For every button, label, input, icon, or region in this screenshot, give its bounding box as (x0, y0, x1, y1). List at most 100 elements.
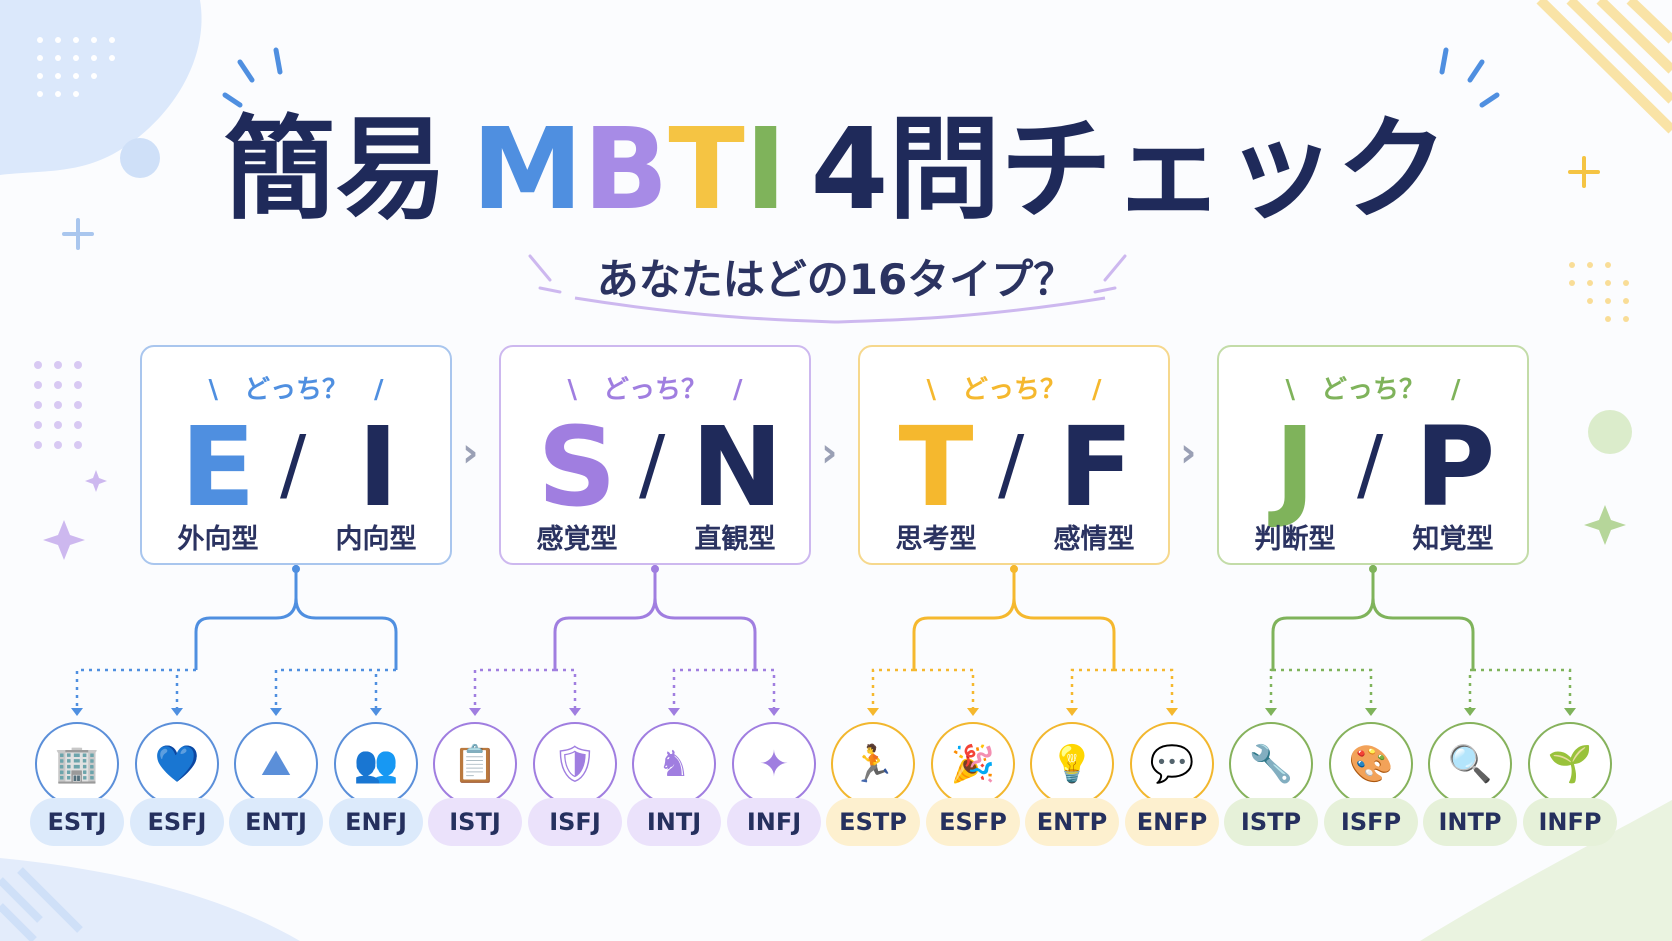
tick-icon: \ (926, 375, 936, 405)
tick-icon: / (1092, 375, 1102, 405)
right-letter: N (690, 403, 784, 531)
type-code: ENFP (1125, 798, 1219, 846)
left-letter: S (537, 403, 617, 531)
tick-icon: / (733, 375, 743, 405)
title-letter-m: M (471, 105, 584, 235)
type-code: ISFJ (528, 798, 622, 846)
magnifier-icon: 🔍 (1428, 722, 1512, 806)
wrench-icon: 🔧 (1229, 722, 1313, 806)
type-estj: 🏢ESTJ (30, 722, 124, 848)
type-code: ESTP (826, 798, 920, 846)
type-istp: 🔧ISTP (1224, 722, 1318, 848)
clipboard-icon: 📋 (433, 722, 517, 806)
slash: / (998, 420, 1025, 510)
type-code: INTP (1423, 798, 1517, 846)
title-part-kan: 簡易 (223, 105, 448, 235)
chevron-right-icon: › (1180, 430, 1197, 476)
tick-icon: \ (1285, 375, 1295, 405)
building-icon: 🏢 (35, 722, 119, 806)
question-text: どっち？ (1320, 375, 1425, 405)
tick-icon: / (1451, 375, 1461, 405)
heart-hands-icon: 💙 (135, 722, 219, 806)
left-letter: T (898, 403, 974, 531)
type-code: INFJ (727, 798, 821, 846)
chevron-right-icon: › (462, 430, 479, 476)
question-text: どっち？ (602, 375, 707, 405)
type-infj: ✦INFJ (727, 722, 821, 848)
right-type-label: 直観型 (694, 524, 776, 555)
type-enfj: 👥ENFJ (329, 722, 423, 848)
slash: / (1357, 420, 1384, 510)
title-part-check: 4問チェック (810, 105, 1449, 235)
chess-knight-icon: ♞ (632, 722, 716, 806)
type-infp: 🌱INFP (1523, 722, 1617, 848)
type-istj: 📋ISTJ (428, 722, 522, 848)
chevron-right-icon: › (821, 430, 838, 476)
type-isfj: 🛡ISFJ (528, 722, 622, 848)
type-entp: 💡ENTP (1025, 722, 1119, 848)
type-entj: ⛰ENTJ (229, 722, 323, 848)
question-text: どっち？ (961, 375, 1066, 405)
right-type-label: 知覚型 (1412, 524, 1494, 555)
title-letter-i: I (744, 105, 787, 235)
question-label: \ どっち？ / (142, 369, 450, 406)
type-code: ENTJ (229, 798, 323, 846)
question-label: \ どっち？ / (501, 369, 809, 406)
right-type-label: 内向型 (335, 524, 417, 555)
shield-heart-icon: 🛡 (533, 722, 617, 806)
type-enfp: 💬ENFP (1125, 722, 1219, 848)
tick-icon: \ (208, 375, 218, 405)
title-letter-t: T (668, 105, 745, 235)
left-type-label: 感覚型 (536, 524, 618, 555)
type-code: ISTJ (428, 798, 522, 846)
palette-music-icon: 🎨 (1329, 722, 1413, 806)
type-estp: 🏃ESTP (826, 722, 920, 848)
type-isfp: 🎨ISFP (1324, 722, 1418, 848)
right-type-label: 感情型 (1053, 524, 1135, 555)
type-code: ENFJ (329, 798, 423, 846)
type-code: ESFJ (130, 798, 224, 846)
type-esfj: 💙ESFJ (130, 722, 224, 848)
mountain-flag-icon: ⛰ (234, 722, 318, 806)
question-text: どっち？ (243, 375, 348, 405)
left-letter: E (180, 403, 256, 531)
slash: / (639, 420, 666, 510)
party-popper-icon: 🎉 (931, 722, 1015, 806)
type-code: INFP (1523, 798, 1617, 846)
slash: / (280, 420, 307, 510)
type-intp: 🔍INTP (1423, 722, 1517, 848)
type-code: INTJ (627, 798, 721, 846)
right-letter: F (1058, 403, 1134, 531)
tick-icon: / (374, 375, 384, 405)
sprout-icon: 🌱 (1528, 722, 1612, 806)
left-letter: J (1274, 403, 1316, 531)
right-letter: I (357, 403, 399, 531)
people-group-icon: 👥 (334, 722, 418, 806)
type-code: ESTJ (30, 798, 124, 846)
right-letter: P (1414, 403, 1496, 531)
question-label: \ どっち？ / (860, 369, 1168, 406)
star-icon: ✦ (732, 722, 816, 806)
type-esfp: 🎉ESFP (926, 722, 1020, 848)
type-code: ISFP (1324, 798, 1418, 846)
type-code: ISTP (1224, 798, 1318, 846)
chat-bubbles-icon: 💬 (1130, 722, 1214, 806)
type-intj: ♞INTJ (627, 722, 721, 848)
left-type-label: 判断型 (1254, 524, 1336, 555)
question-label: \ どっち？ / (1219, 369, 1527, 406)
left-type-label: 思考型 (895, 524, 977, 555)
lightbulb-icon: 💡 (1030, 722, 1114, 806)
tick-icon: \ (567, 375, 577, 405)
running-person-icon: 🏃 (831, 722, 915, 806)
type-code: ENTP (1025, 798, 1119, 846)
type-code: ESFP (926, 798, 1020, 846)
title-letter-b: B (583, 105, 669, 235)
left-type-label: 外向型 (177, 524, 259, 555)
